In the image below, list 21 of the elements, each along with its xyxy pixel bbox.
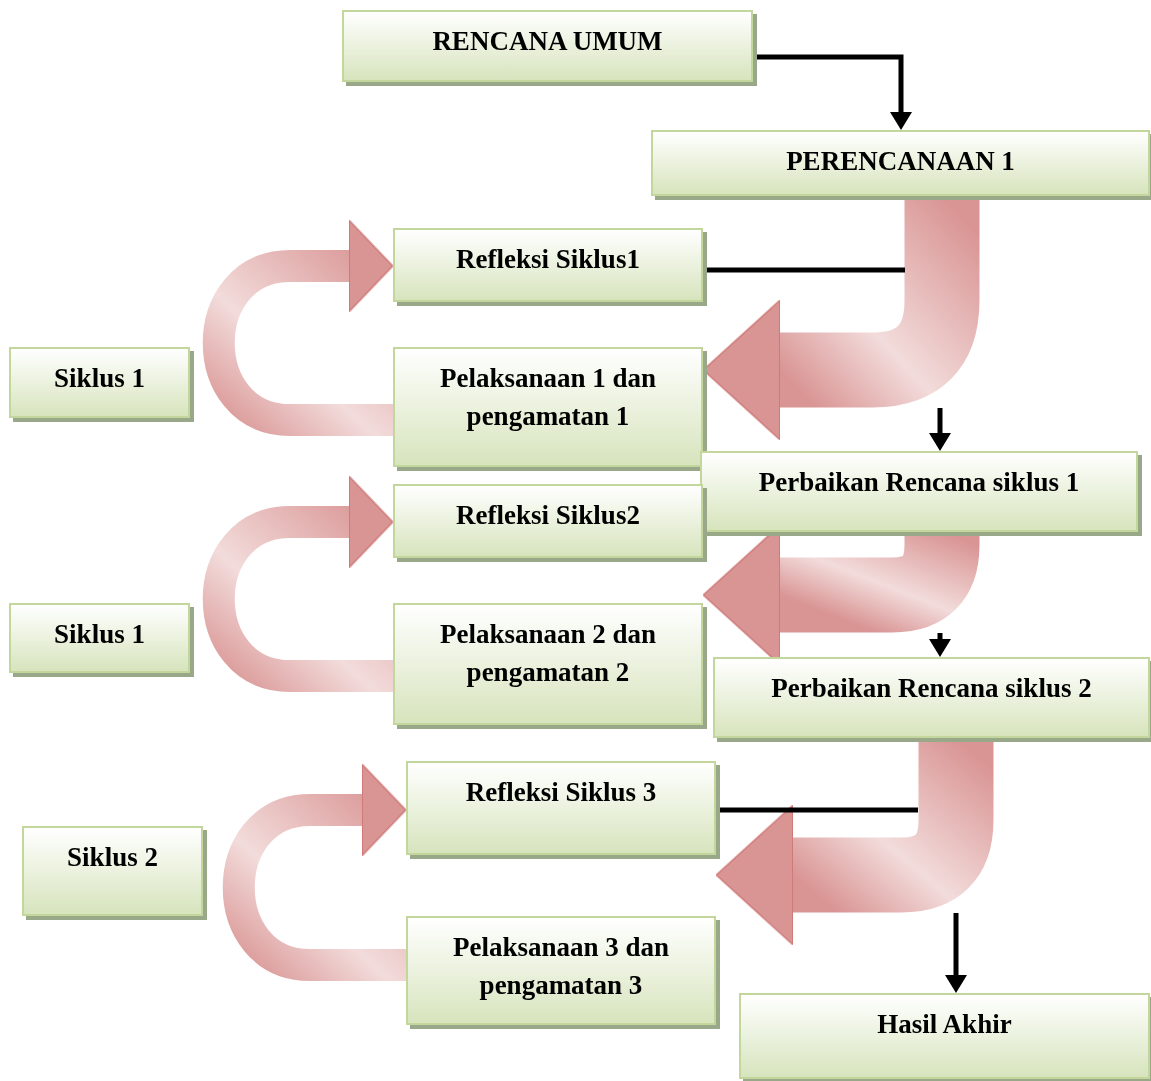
arrow bbox=[945, 913, 967, 993]
box-label: Refleksi Siklus 3 bbox=[465, 777, 657, 807]
curved-arrow bbox=[202, 219, 394, 436]
box-label: Refleksi Siklus1 bbox=[456, 244, 640, 274]
box-label: Siklus 1 bbox=[54, 363, 145, 393]
box-label: Pelaksanaan 3 dan pengamatan 3 bbox=[452, 932, 670, 1000]
box-label: Perbaikan Rencana siklus 1 bbox=[758, 467, 1080, 497]
curved-arrow bbox=[222, 763, 407, 981]
arrow bbox=[929, 633, 951, 657]
box-label: Refleksi Siklus2 bbox=[456, 500, 640, 530]
box-label: Siklus 1 bbox=[54, 619, 145, 649]
process-box bbox=[739, 993, 1150, 1079]
box-label: Hasil Akhir bbox=[877, 1009, 1012, 1039]
box-label: RENCANA UMUM bbox=[432, 26, 663, 56]
curved-arrow bbox=[202, 475, 394, 692]
box-label: Pelaksanaan 1 dan pengamatan 1 bbox=[439, 363, 657, 431]
box-label: Perbaikan Rencana siklus 2 bbox=[771, 673, 1092, 703]
box-label: Pelaksanaan 2 dan pengamatan 2 bbox=[439, 619, 657, 687]
box-label: Siklus 2 bbox=[67, 842, 158, 872]
box-label: PERENCANAAN 1 bbox=[786, 146, 1015, 176]
arrow bbox=[929, 408, 951, 451]
